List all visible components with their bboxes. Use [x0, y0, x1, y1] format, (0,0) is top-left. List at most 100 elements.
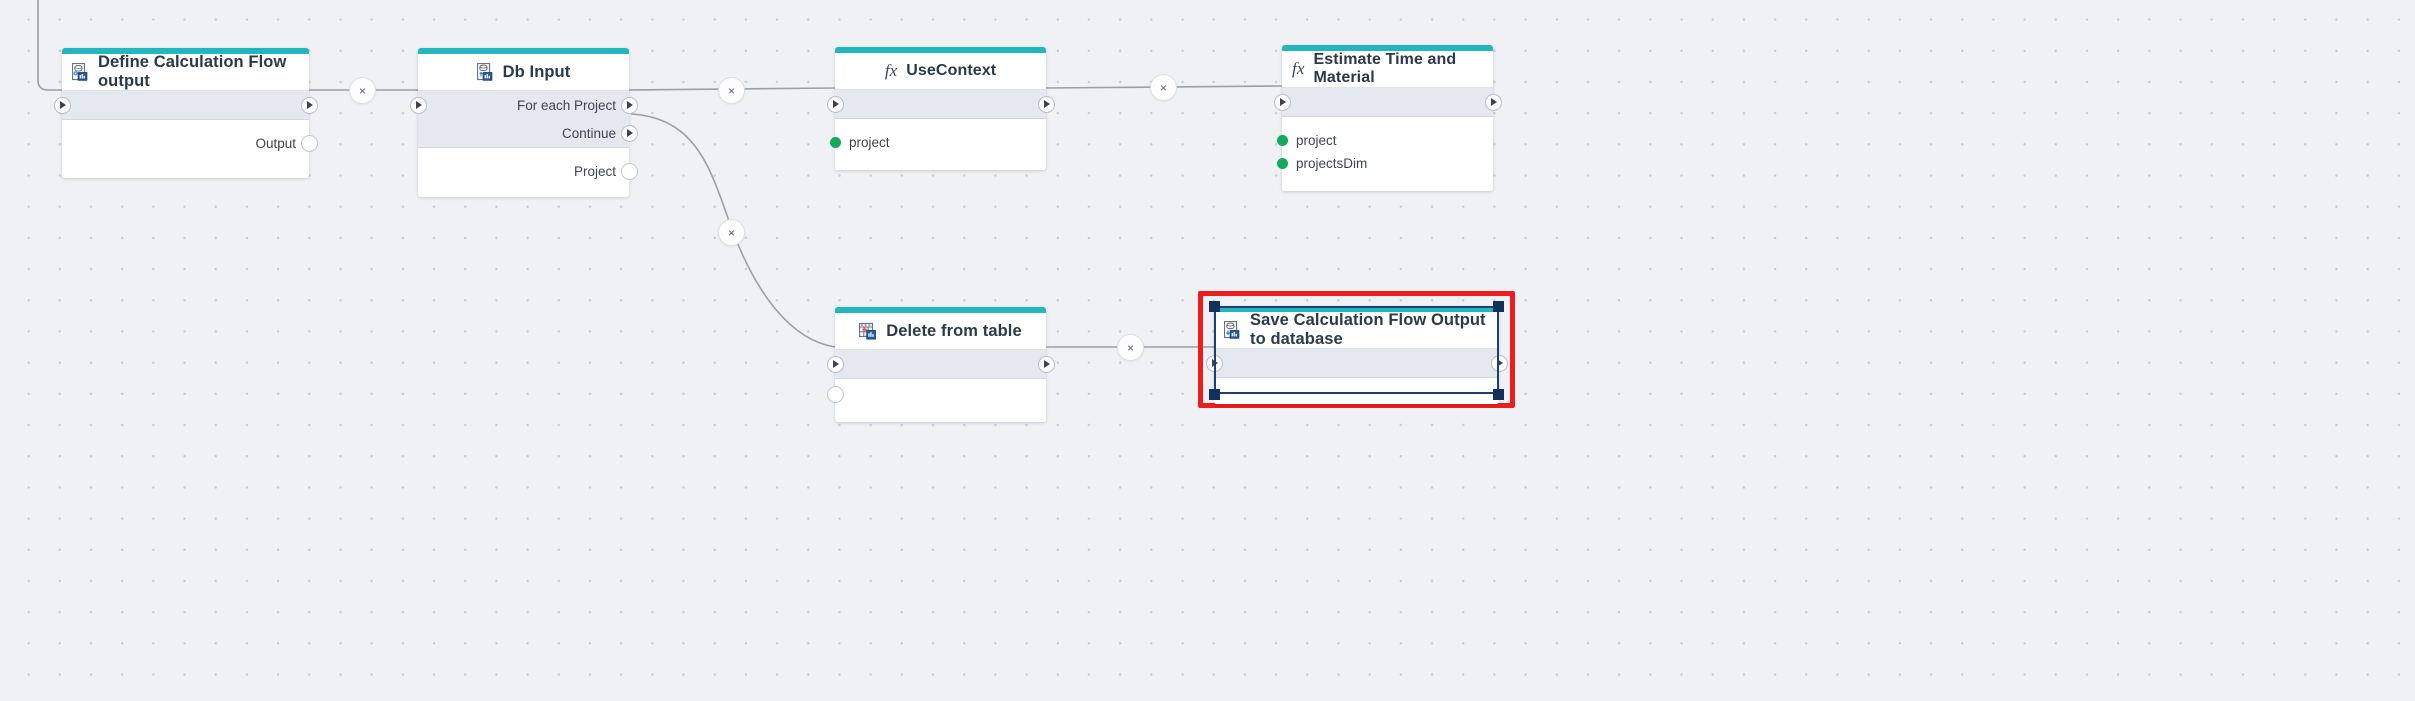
exec-row[interactable] — [826, 350, 1055, 378]
data-band: project — [829, 119, 1046, 170]
db-save-icon — [1224, 320, 1241, 340]
edge-delete-badge-label: × — [1126, 340, 1134, 355]
spacer — [1282, 117, 1493, 129]
exec-band — [1273, 88, 1502, 117]
data-band: Project — [418, 148, 638, 197]
exec-row[interactable] — [1205, 349, 1508, 377]
node-accent-bar — [418, 48, 629, 54]
node-title-label: UseContext — [906, 62, 997, 79]
exec-in-port[interactable] — [1205, 354, 1223, 372]
spacer — [1282, 175, 1493, 191]
exec-band: For each Project Continue — [409, 91, 638, 148]
spacer — [62, 155, 309, 178]
fx-icon: fx — [884, 61, 898, 80]
selection-handle-top-left[interactable] — [1209, 301, 1220, 312]
exec-out-port[interactable] — [1490, 354, 1508, 372]
node-title-label: Save Calculation Flow Output to database — [1250, 311, 1486, 348]
exec-in-port[interactable] — [1273, 93, 1291, 111]
data-row-projectsdim[interactable]: projectsDim — [1276, 152, 1493, 175]
data-in-port[interactable] — [1276, 135, 1288, 146]
exec-row-continue[interactable]: Continue — [418, 119, 638, 147]
node-title: fx Estimate Time and Material — [1282, 51, 1493, 88]
node-accent-bar — [1214, 306, 1499, 312]
data-row-project[interactable]: Project — [418, 160, 638, 183]
exec-band — [826, 350, 1055, 379]
node-use-context[interactable]: fx UseContext project — [826, 47, 1055, 170]
node-title: Define Calculation Flow output — [62, 53, 309, 91]
data-row-project[interactable]: project — [1276, 129, 1493, 152]
db-document-icon — [72, 62, 89, 82]
data-band — [1214, 378, 1499, 404]
data-out-port[interactable] — [300, 135, 318, 152]
spacer — [1214, 378, 1499, 404]
node-title: fx UseContext — [835, 53, 1046, 90]
data-in-port[interactable] — [826, 386, 844, 403]
edge-delete-badge-label: × — [358, 83, 366, 98]
spacer — [835, 406, 1046, 422]
node-define-calculation-flow-output[interactable]: Define Calculation Flow output Output — [53, 48, 318, 178]
exec-out-port[interactable] — [620, 124, 638, 142]
exec-row[interactable] — [826, 90, 1055, 118]
node-title-label: Define Calculation Flow output — [98, 53, 287, 90]
db-import-icon — [476, 62, 494, 82]
edge-delete-badge[interactable]: × — [1150, 74, 1177, 101]
data-row-label: project — [1296, 133, 1337, 148]
edge-delete-badge-label: × — [727, 225, 735, 240]
edge-delete-badge[interactable]: × — [349, 77, 376, 104]
exec-band — [826, 90, 1055, 119]
data-row-label: Output — [255, 136, 296, 151]
exec-in-port[interactable] — [826, 95, 844, 113]
data-in-port[interactable] — [829, 137, 841, 148]
exec-out-port[interactable] — [1484, 93, 1502, 111]
exec-band — [53, 91, 318, 120]
exec-out-port[interactable] — [300, 96, 318, 114]
selection-handle-top-right[interactable] — [1493, 301, 1504, 312]
exec-row-for-each-project[interactable]: For each Project — [409, 91, 638, 119]
exec-band — [1205, 349, 1508, 378]
exec-in-port[interactable] — [409, 96, 427, 114]
data-out-port[interactable] — [620, 163, 638, 180]
node-save-calculation-flow-output-to-database[interactable]: Save Calculation Flow Output to database — [1205, 306, 1508, 404]
edge-delete-badge[interactable]: × — [718, 77, 745, 104]
data-row-output[interactable]: Output — [62, 132, 318, 155]
table-delete-icon — [859, 322, 877, 341]
node-title: Delete from table — [835, 313, 1046, 350]
data-row-label: project — [849, 135, 890, 150]
exec-row[interactable] — [53, 91, 318, 119]
exec-out-port[interactable] — [1037, 355, 1055, 373]
exec-in-port[interactable] — [826, 355, 844, 373]
selection-handle-bottom-right[interactable] — [1493, 389, 1504, 400]
selection-highlight-frame — [1198, 291, 1515, 408]
spacer — [418, 148, 629, 160]
edge-delete-badge[interactable]: × — [1117, 334, 1144, 361]
edge-entry-to-define — [37, 0, 62, 91]
data-band — [826, 379, 1046, 422]
spacer — [62, 120, 309, 132]
node-accent-bar — [62, 48, 309, 54]
exec-out-port[interactable] — [1037, 95, 1055, 113]
data-in-port[interactable] — [1276, 158, 1288, 169]
spacer — [835, 119, 1046, 131]
node-title: Db Input — [418, 54, 629, 91]
data-row[interactable] — [826, 383, 1046, 406]
exec-row[interactable] — [1273, 88, 1502, 116]
data-row-project[interactable]: project — [829, 131, 1046, 154]
exec-in-port[interactable] — [53, 96, 71, 114]
data-band: Output — [62, 120, 318, 178]
exec-row-label: Continue — [561, 125, 616, 141]
node-title-label: Delete from table — [886, 321, 1022, 340]
selection-handle-bottom-left[interactable] — [1209, 389, 1220, 400]
data-row-label: Project — [573, 164, 616, 179]
node-db-input[interactable]: Db Input For each Project Continue Proje… — [409, 48, 638, 197]
node-title: Save Calculation Flow Output to database — [1214, 311, 1499, 349]
node-accent-bar — [1282, 45, 1493, 51]
node-title-label: Estimate Time and Material — [1313, 51, 1457, 86]
edge-delete-badge[interactable]: × — [718, 219, 745, 246]
spacer — [418, 183, 629, 197]
node-estimate-time-and-material[interactable]: fx Estimate Time and Material project pr… — [1273, 45, 1502, 191]
exec-out-port[interactable] — [620, 96, 638, 114]
node-accent-bar — [835, 307, 1046, 313]
exec-row-label: For each Project — [516, 97, 616, 113]
node-delete-from-table[interactable]: Delete from table — [826, 307, 1055, 422]
